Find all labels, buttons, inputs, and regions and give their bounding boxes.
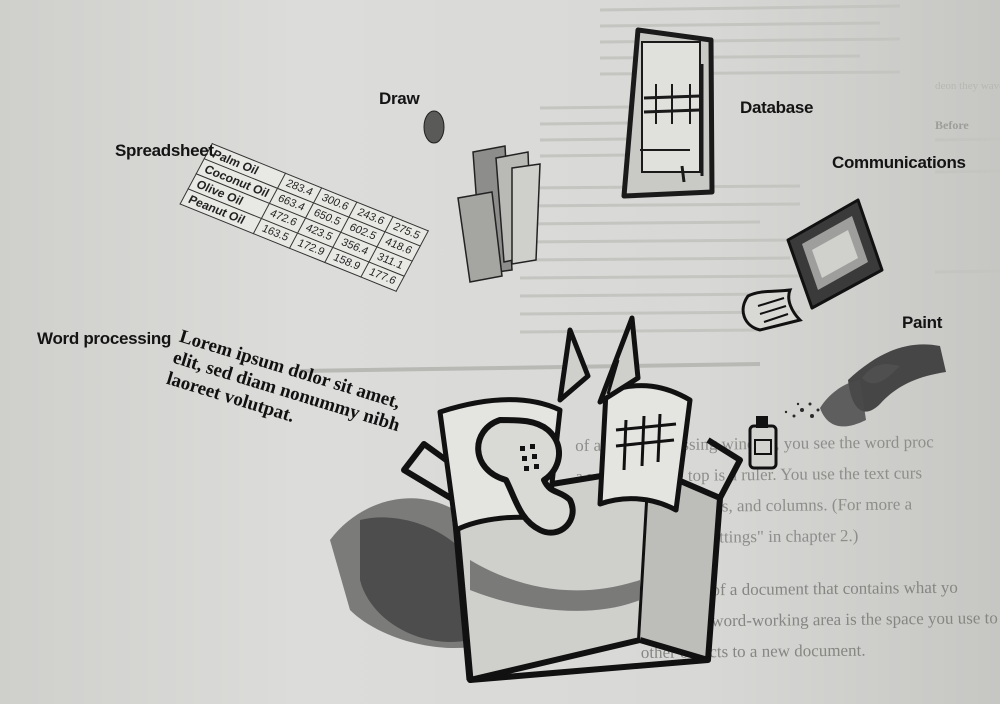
draw-icon — [423, 110, 541, 283]
background-text-margin-2: Before — [935, 118, 969, 132]
software-box-icon — [330, 315, 743, 683]
background-text-margin-1: deon they wave wit — [935, 80, 1000, 92]
label-draw: Draw — [379, 89, 420, 108]
spreadsheet-table: Palm Oil 283.4 300.6 243.6 275.5 Coconut… — [179, 143, 430, 292]
background-text-lines — [519, 4, 1000, 334]
label-communications: Communications — [832, 153, 966, 172]
label-paint: Paint — [902, 313, 943, 332]
communications-icon — [741, 198, 884, 332]
paint-icon — [748, 344, 946, 470]
divider-line — [299, 362, 761, 373]
label-database: Database — [740, 98, 814, 117]
spreadsheet-icon: Palm Oil 283.4 300.6 243.6 275.5 Coconut… — [179, 143, 512, 353]
label-spreadsheet: Spreadsheet — [115, 141, 214, 160]
label-word-processing: Word processing — [37, 329, 172, 348]
database-icon — [621, 27, 715, 199]
